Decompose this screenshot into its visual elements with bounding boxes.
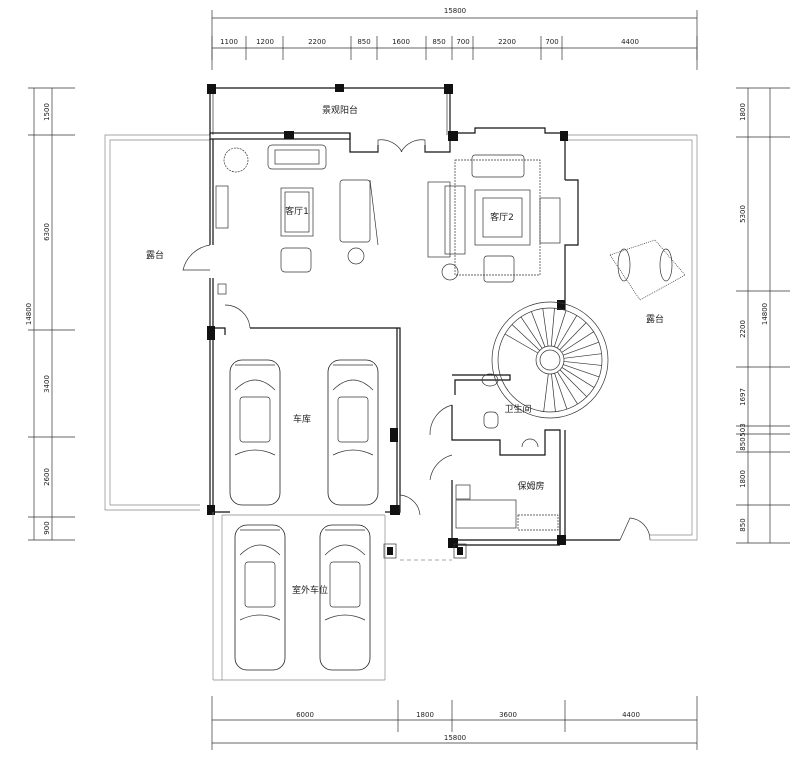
stair-tread bbox=[559, 369, 588, 398]
dim-top-seg: 2200 bbox=[498, 38, 516, 46]
dim-bottom-seg: 3600 bbox=[499, 711, 517, 719]
furniture bbox=[215, 144, 686, 531]
cars bbox=[229, 359, 379, 671]
stair-tread bbox=[563, 353, 602, 359]
terrace-left bbox=[104, 134, 210, 511]
dim-left-total: 14800 bbox=[25, 303, 33, 325]
car bbox=[327, 359, 379, 506]
room-label-maid-room: 保姆房 bbox=[517, 480, 544, 492]
dim-right-seg: 1800 bbox=[739, 103, 747, 121]
dim-right-seg: 1697 bbox=[739, 388, 747, 406]
dim-left-seg: 900 bbox=[43, 521, 51, 534]
dim-top-seg: 1600 bbox=[392, 38, 410, 46]
dim-top-seg: 700 bbox=[456, 38, 469, 46]
doors bbox=[182, 139, 651, 541]
right-dimensions: 1800 5300 2200 1697 503 850 1800 850 148… bbox=[736, 87, 790, 544]
stair-tread bbox=[531, 311, 546, 348]
dim-bottom-seg: 1800 bbox=[416, 711, 434, 719]
stair-tread bbox=[511, 324, 540, 351]
stair-tread bbox=[553, 310, 567, 347]
terrace-right bbox=[565, 134, 698, 541]
dim-right-seg: 850 bbox=[739, 437, 747, 450]
dim-top-seg: 700 bbox=[545, 38, 558, 46]
stair-tread bbox=[563, 364, 600, 378]
stair-tread bbox=[520, 316, 543, 349]
car bbox=[229, 359, 281, 506]
dim-top-total: 15800 bbox=[444, 7, 466, 15]
bottom-dimensions: 6000 1800 3600 4400 15800 bbox=[211, 696, 698, 750]
dim-bottom-total: 15800 bbox=[444, 734, 466, 742]
dim-bottom-seg: 6000 bbox=[296, 711, 314, 719]
stair-tread bbox=[559, 322, 587, 351]
stair-tread bbox=[543, 373, 549, 412]
dim-right-seg: 1800 bbox=[739, 470, 747, 488]
left-dimensions: 14800 1500 6300 3400 2600 900 bbox=[25, 87, 75, 541]
room-label-garage: 车库 bbox=[293, 413, 311, 425]
stair-tread bbox=[556, 315, 578, 349]
dim-top-seg: 850 bbox=[432, 38, 445, 46]
dim-right-seg: 2200 bbox=[739, 320, 747, 338]
dim-right-seg: 503 bbox=[739, 423, 747, 436]
outdoor-parking bbox=[212, 512, 386, 681]
stair-tread bbox=[550, 308, 555, 347]
dim-right-total: 14800 bbox=[761, 303, 769, 325]
dim-top-seg: 4400 bbox=[621, 38, 639, 46]
balcony bbox=[207, 84, 453, 135]
dim-left-seg: 2600 bbox=[43, 468, 51, 486]
top-dimensions: 15800 1100 1200 2200 850 1600 850 700 22… bbox=[211, 7, 698, 70]
room-label-terrace-right: 露台 bbox=[646, 313, 664, 325]
room-label-living-room-1: 客厅1 bbox=[285, 205, 309, 217]
dim-top-seg: 2200 bbox=[308, 38, 326, 46]
dim-left-seg: 6300 bbox=[43, 223, 51, 241]
dim-top-seg: 850 bbox=[357, 38, 370, 46]
dim-top-seg: 1100 bbox=[220, 38, 238, 46]
room-label-outdoor-parking: 室外车位 bbox=[292, 584, 328, 596]
room-label-terrace-left: 露台 bbox=[146, 249, 164, 261]
stair-tread bbox=[557, 371, 578, 405]
stair-tread bbox=[563, 361, 602, 366]
stair-tread bbox=[554, 373, 568, 410]
stair-tread bbox=[504, 333, 539, 354]
stair-tread bbox=[551, 373, 556, 412]
car bbox=[234, 524, 286, 671]
stair-tread bbox=[542, 308, 549, 347]
dim-bottom-seg: 4400 bbox=[622, 711, 640, 719]
room-label-bathroom: 卫生间 bbox=[504, 403, 531, 415]
dim-left-seg: 3400 bbox=[43, 375, 51, 393]
dim-left-seg: 1500 bbox=[43, 103, 51, 121]
stair-tread bbox=[563, 341, 599, 356]
dim-right-seg: 5300 bbox=[739, 205, 747, 223]
stair-tread bbox=[561, 331, 594, 353]
dim-right-seg: 850 bbox=[739, 518, 747, 531]
room-label-living-room-2: 客厅2 bbox=[490, 211, 514, 223]
room-label-balcony: 景观阳台 bbox=[322, 104, 358, 116]
stair-tread bbox=[561, 367, 595, 388]
dim-top-seg: 1200 bbox=[256, 38, 274, 46]
car bbox=[319, 524, 371, 671]
spiral-staircase bbox=[491, 301, 609, 419]
walls bbox=[207, 127, 620, 561]
